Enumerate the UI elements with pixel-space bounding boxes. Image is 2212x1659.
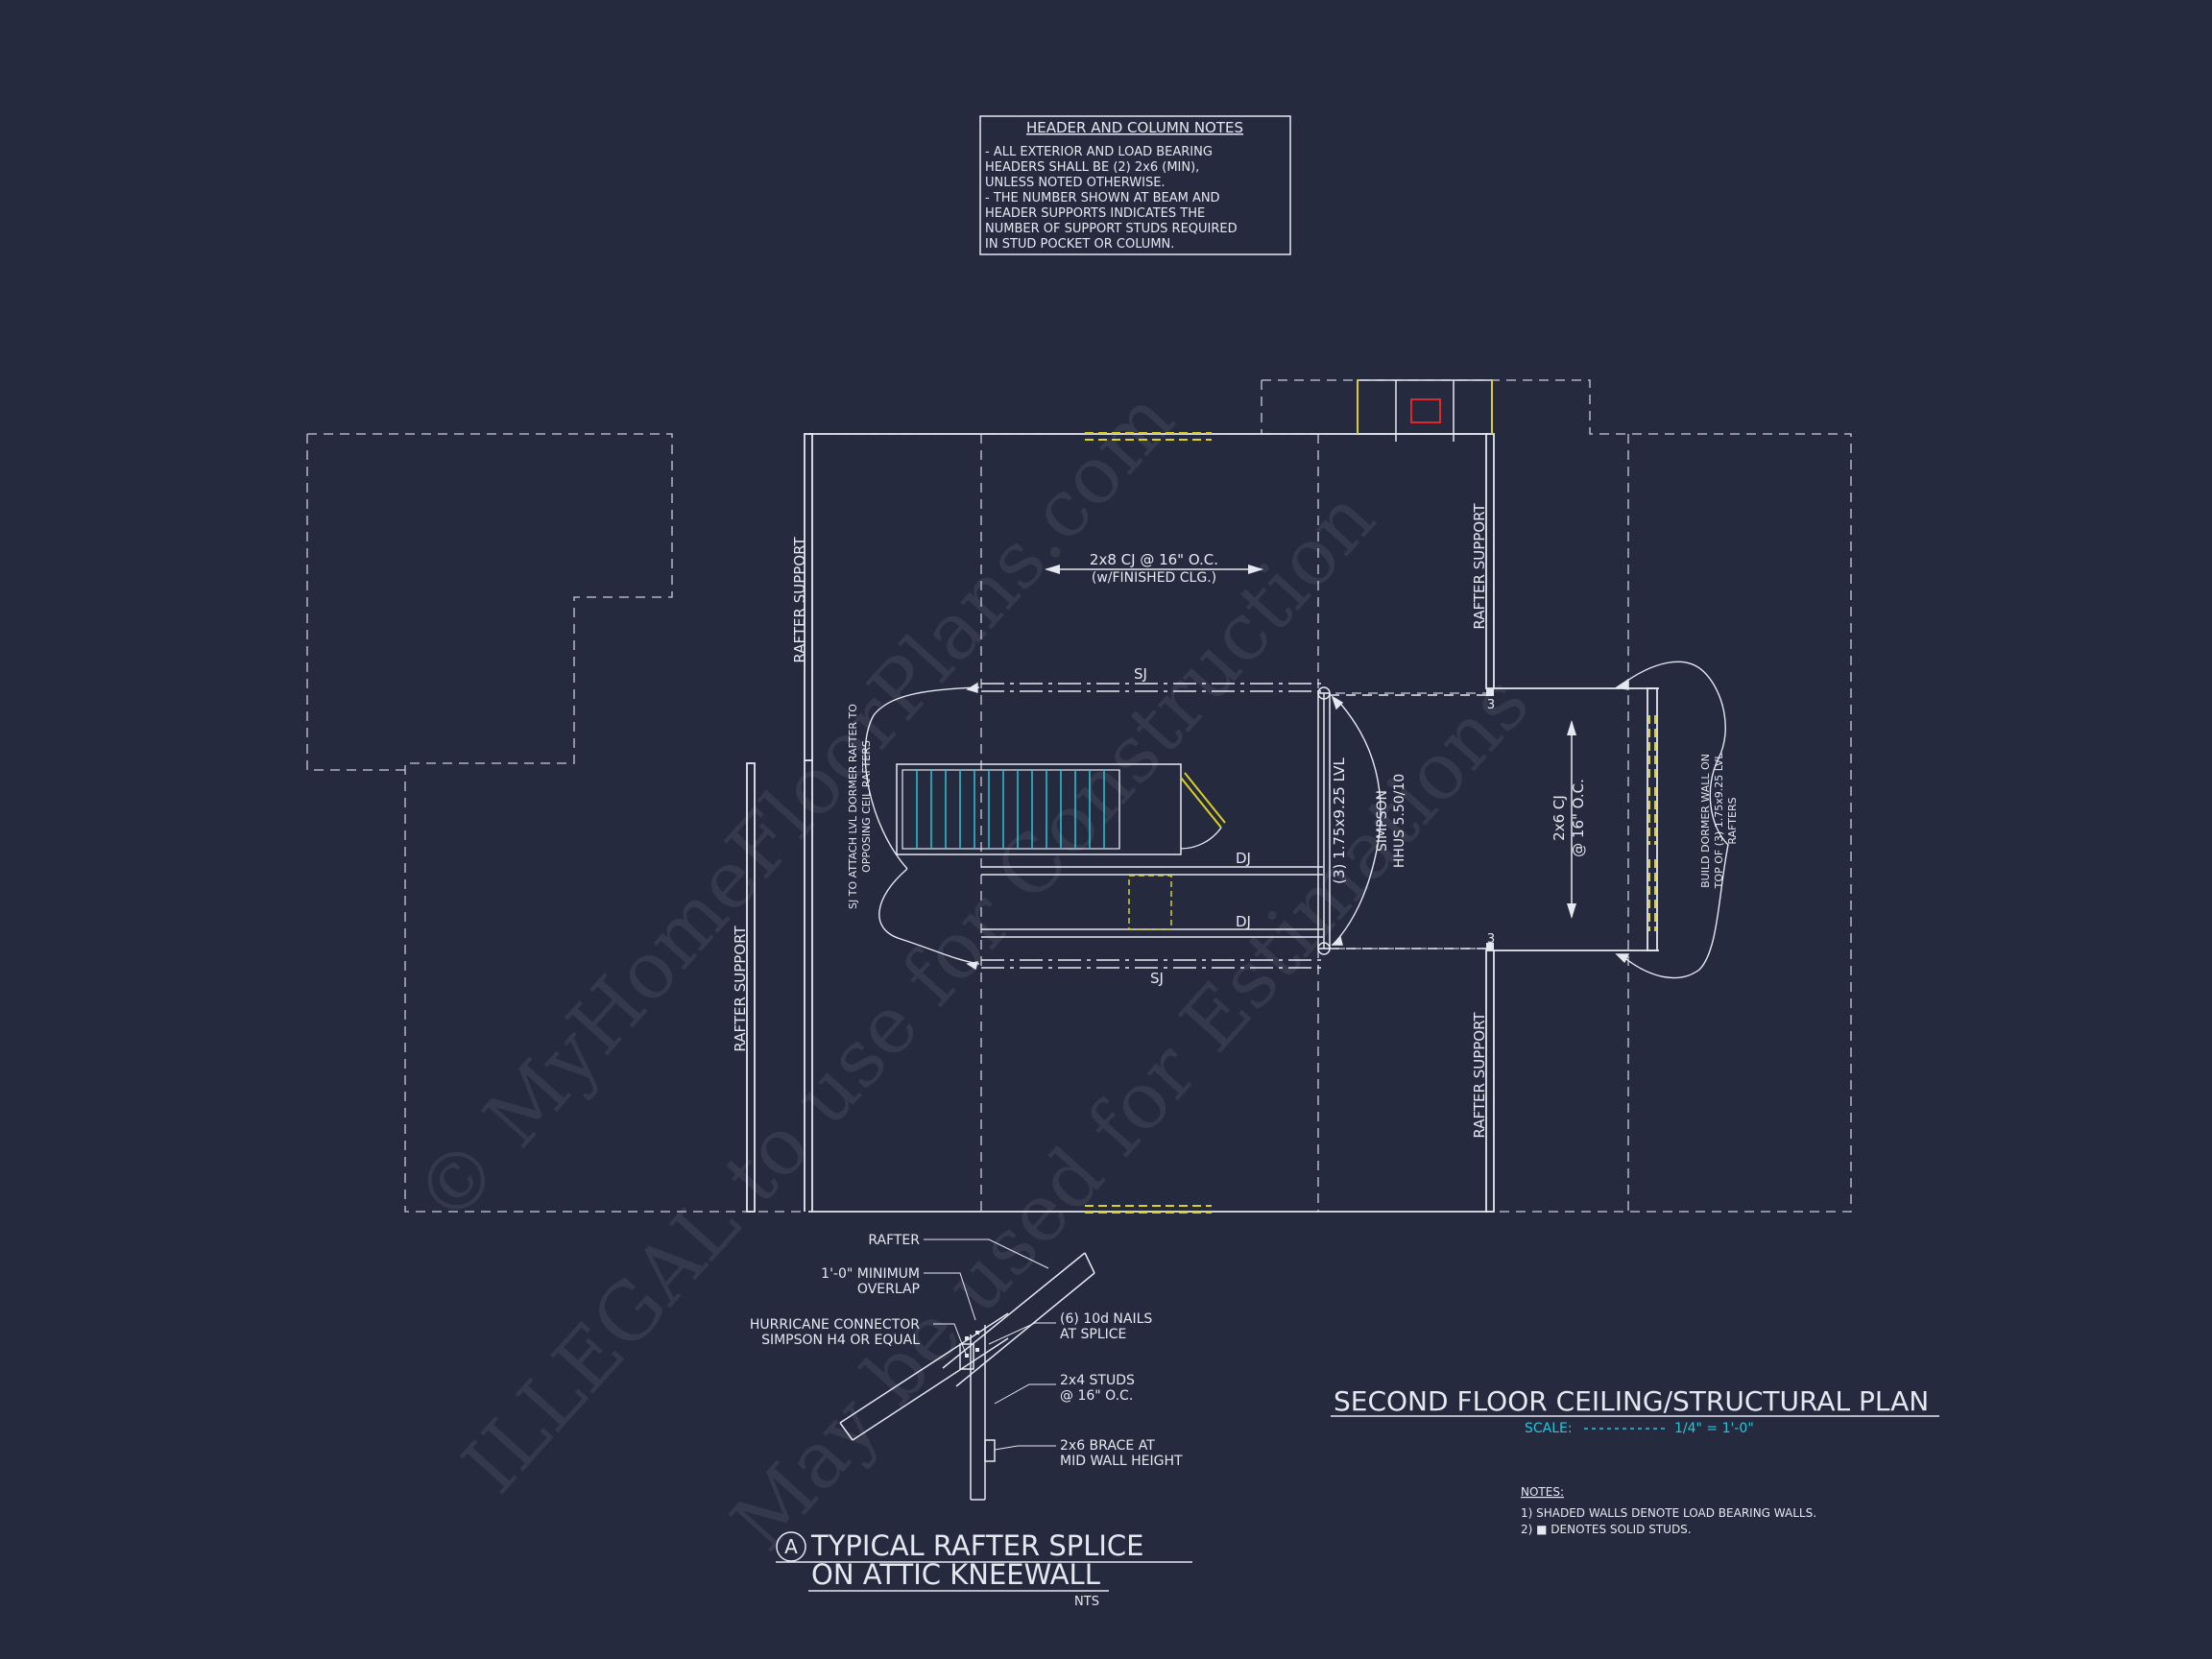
scale-value: 1/4" = 1'-0" bbox=[1674, 1421, 1754, 1436]
dj-label-bottom: DJ bbox=[1236, 913, 1251, 930]
header-notes-line: - THE NUMBER SHOWN AT BEAM AND bbox=[985, 191, 1220, 205]
notes-heading: NOTES: bbox=[1521, 1485, 1564, 1499]
header-notes-line: - ALL EXTERIOR AND LOAD BEARING bbox=[985, 145, 1213, 159]
dormer-cj-label: 2x6 CJ bbox=[1551, 795, 1568, 841]
attic-access bbox=[1128, 875, 1172, 930]
chimney bbox=[1357, 379, 1493, 442]
lvl-beam bbox=[1317, 686, 1488, 955]
header-notes-line: IN STUD POCKET OR COLUMN. bbox=[985, 237, 1174, 252]
dormer-note-line-1: BUILD DORMER WALL ON bbox=[1699, 754, 1712, 888]
detail-nts: NTS bbox=[1074, 1595, 1099, 1609]
dormer-cj-sublabel: @ 16" O.C. bbox=[1570, 779, 1587, 857]
ceiling-joist-label: 2x8 CJ @ 16" O.C. bbox=[1090, 551, 1218, 568]
sj-label-top: SJ bbox=[1134, 665, 1147, 683]
ceiling-joist-callout: 2x8 CJ @ 16" O.C. (w/FINISHED CLG.) bbox=[1045, 551, 1263, 586]
simpson-label-2: HHUS 5.50/10 bbox=[1392, 774, 1407, 868]
header-notes-line: UNLESS NOTED OTHERWISE. bbox=[985, 176, 1166, 190]
sj-note-line-2: OPPOSING CEIL RAFTERS bbox=[860, 740, 873, 873]
detail-title-1: TYPICAL RAFTER SPLICE bbox=[810, 1529, 1144, 1562]
notes-line-2: 2) ■ DENOTES SOLID STUDS. bbox=[1521, 1523, 1692, 1536]
sj-note-line-1: SJ TO ATTACH LVL DORMER RAFTER TO bbox=[847, 704, 859, 909]
dormer-cj-callout: 2x6 CJ @ 16" O.C. bbox=[1551, 720, 1587, 919]
dormer-note-line-3: RAFTERS bbox=[1726, 797, 1739, 844]
rafter-support-label: RAFTER SUPPORT bbox=[791, 537, 808, 663]
header-notes-line: HEADERS SHALL BE (2) 2x6 (MIN), bbox=[985, 160, 1199, 175]
hurricane-label-1: HURRICANE CONNECTOR bbox=[750, 1317, 920, 1333]
callout-leaders bbox=[864, 661, 1729, 979]
brace-label-2: MID WALL HEIGHT bbox=[1060, 1454, 1183, 1469]
studs-label-2: @ 16" O.C. bbox=[1060, 1388, 1133, 1404]
rafter-label: RAFTER bbox=[868, 1233, 920, 1248]
stud-count-top: 3 bbox=[1487, 698, 1495, 712]
detail-marker: A bbox=[784, 1535, 798, 1558]
ceiling-joist-sublabel: (w/FINISHED CLG.) bbox=[1092, 570, 1216, 586]
scale-label: SCALE: bbox=[1525, 1421, 1573, 1436]
title-block: SECOND FLOOR CEILING/STRUCTURAL PLAN SCA… bbox=[1331, 1385, 1939, 1436]
header-notes-line: NUMBER OF SUPPORT STUDS REQUIRED bbox=[985, 222, 1238, 236]
stair bbox=[896, 763, 1226, 855]
header-notes-line: HEADER SUPPORTS INDICATES THE bbox=[985, 206, 1205, 221]
plan-title: SECOND FLOOR CEILING/STRUCTURAL PLAN bbox=[1334, 1385, 1929, 1417]
nails-label-2: AT SPLICE bbox=[1060, 1327, 1126, 1342]
detail-title-2: ON ATTIC KNEEWALL bbox=[811, 1558, 1100, 1591]
notes-line-1: 1) SHADED WALLS DENOTE LOAD BEARING WALL… bbox=[1521, 1506, 1816, 1520]
nails-label-1: (6) 10d NAILS bbox=[1060, 1311, 1152, 1327]
header-notes-box: HEADER AND COLUMN NOTES - ALL EXTERIOR A… bbox=[979, 115, 1291, 255]
overlap-label-2: OVERLAP bbox=[857, 1282, 920, 1297]
dormer-note-line-2: TOP OF (3) 1.75x9.25 LVL bbox=[1713, 753, 1725, 890]
simpson-label-1: SIMPSON bbox=[1375, 790, 1390, 852]
window-headers bbox=[1085, 432, 1656, 1214]
studs-label-1: 2x4 STUDS bbox=[1060, 1373, 1135, 1388]
header-notes-title: HEADER AND COLUMN NOTES bbox=[1026, 119, 1243, 136]
sj-label-bottom: SJ bbox=[1150, 970, 1164, 987]
brace-label-1: 2x6 BRACE AT bbox=[1060, 1438, 1155, 1454]
rafter-splice-detail: RAFTER 1'-0" MINIMUM OVERLAP HURRICANE C… bbox=[750, 1233, 1192, 1609]
hurricane-label-2: SIMPSON H4 OR EQUAL bbox=[761, 1333, 920, 1348]
general-notes: NOTES: 1) SHADED WALLS DENOTE LOAD BEARI… bbox=[1521, 1485, 1816, 1536]
rafter-support-label: RAFTER SUPPORT bbox=[732, 926, 749, 1052]
lvl-beam-label: (3) 1.75x9.25 LVL bbox=[1331, 757, 1348, 883]
overlap-label-1: 1'-0" MINIMUM bbox=[821, 1266, 920, 1282]
stud-count-bottom: 3 bbox=[1487, 932, 1495, 947]
rafter-support-label: RAFTER SUPPORT bbox=[1471, 1012, 1488, 1139]
dj-label-top: DJ bbox=[1236, 850, 1251, 867]
rafter-support-label: RAFTER SUPPORT bbox=[1471, 503, 1488, 630]
